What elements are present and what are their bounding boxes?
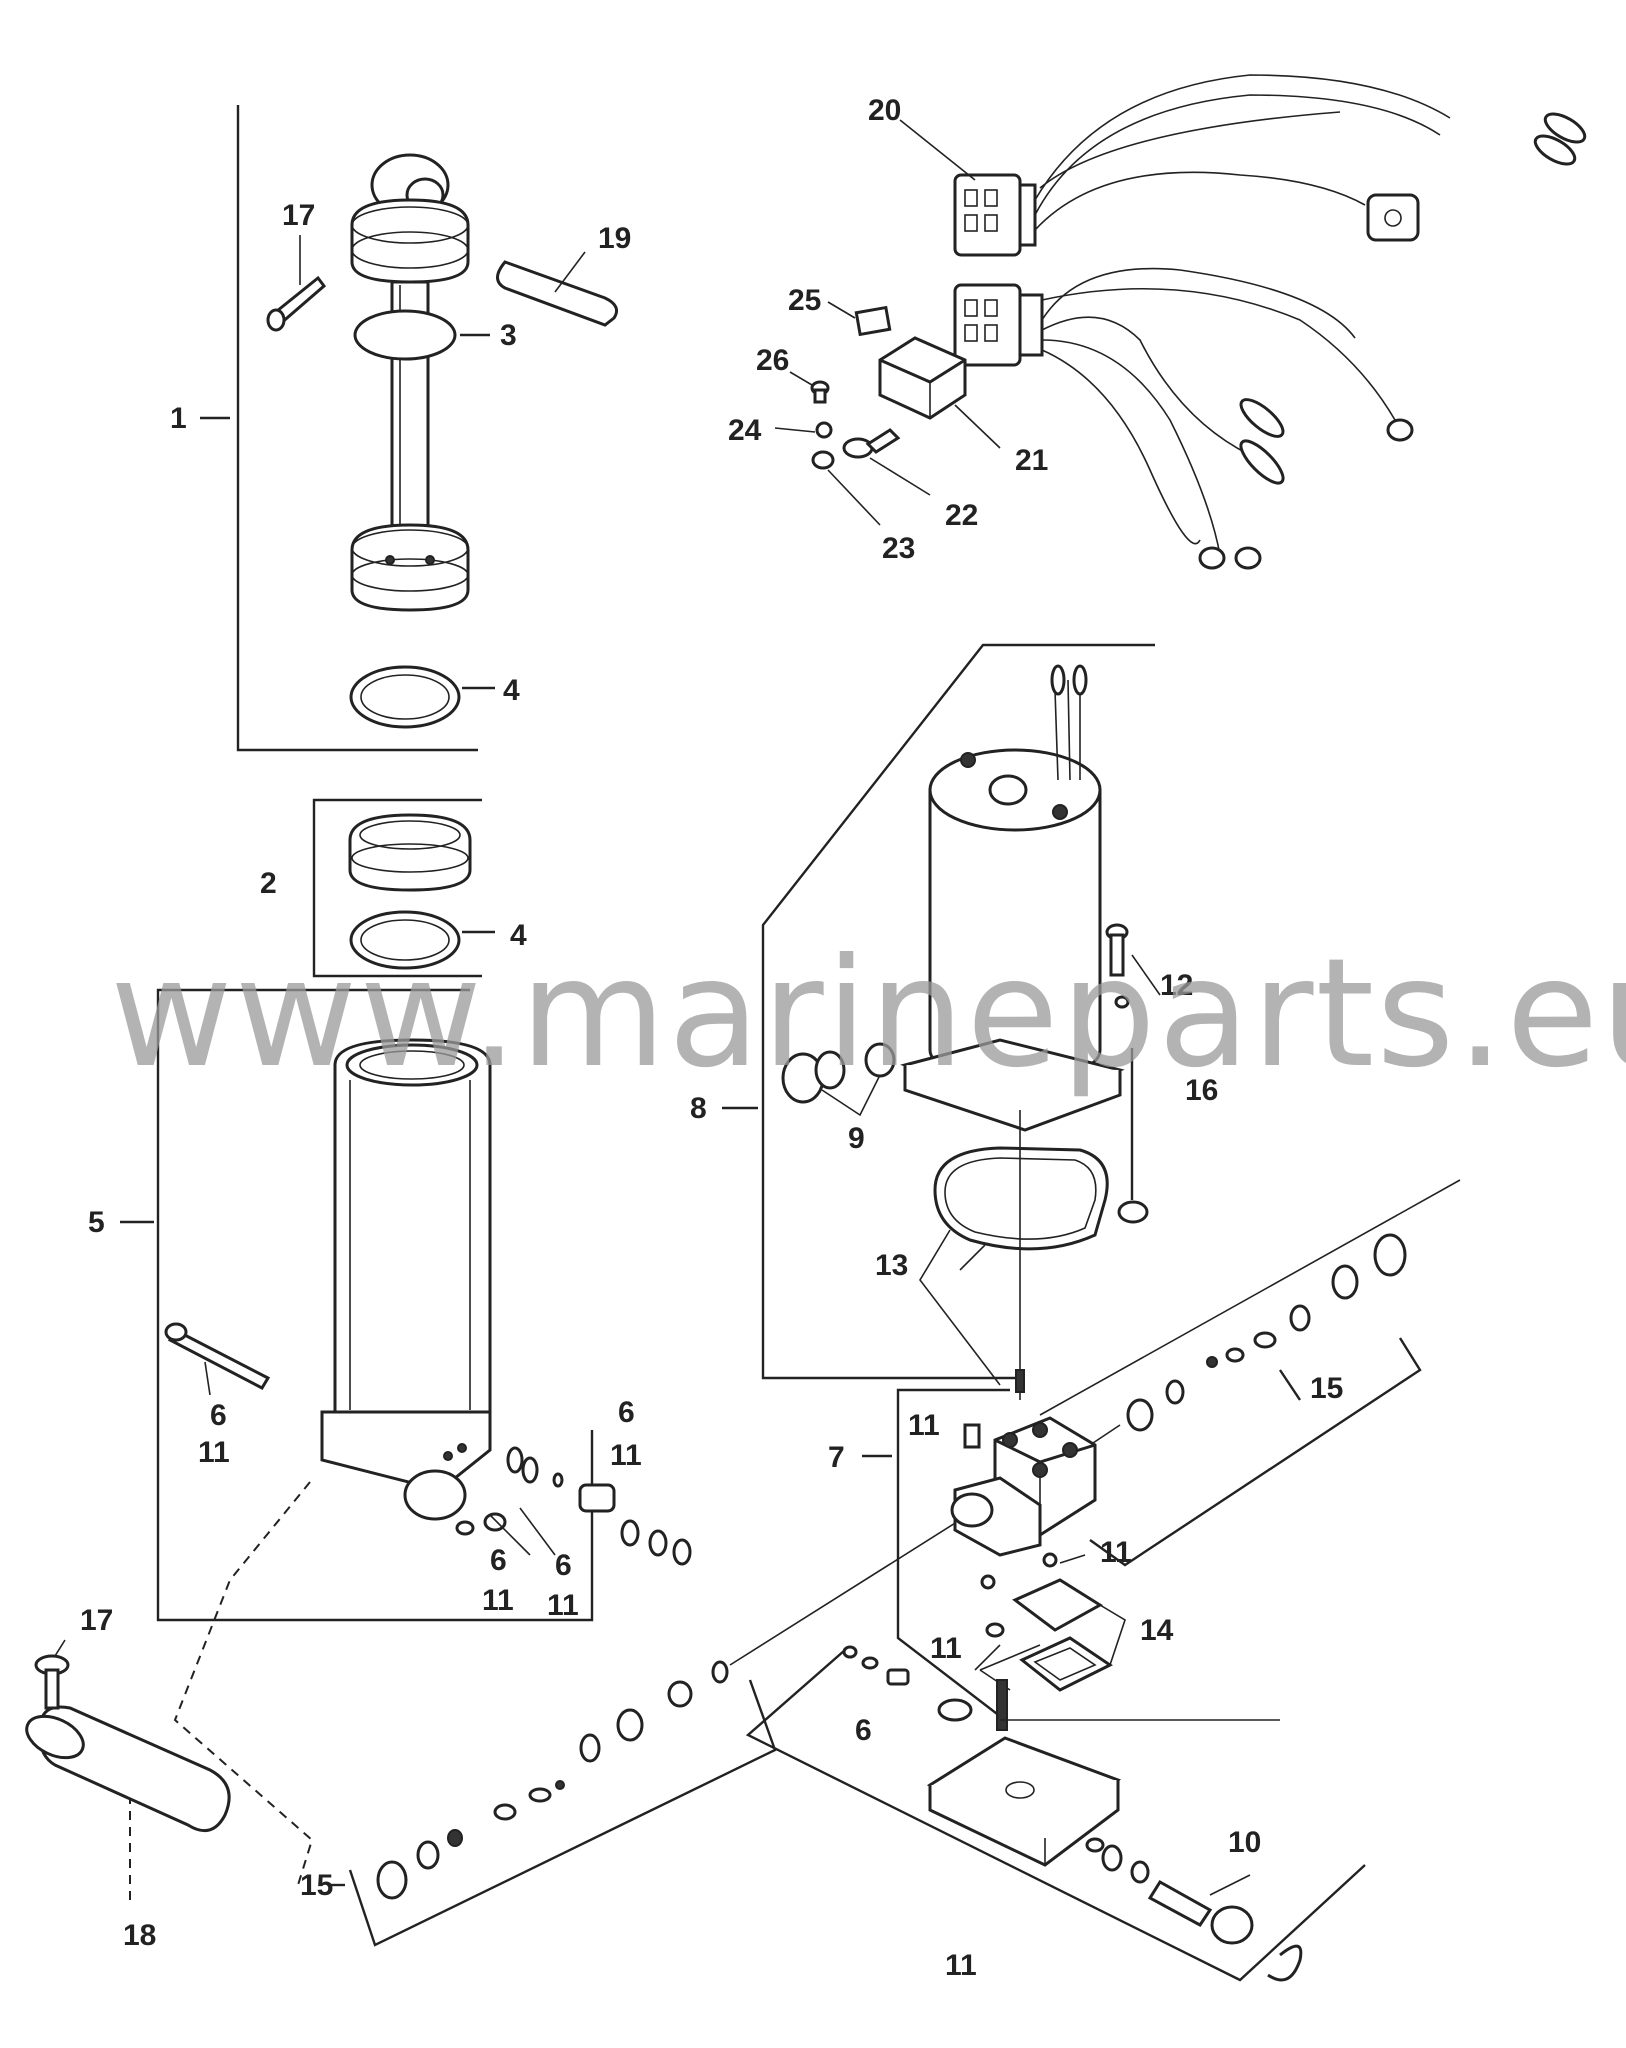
callout-11g: 11	[930, 1632, 962, 1665]
valve-strip-15-right	[1039, 1179, 1461, 1567]
screw-26	[789, 371, 830, 404]
callout-4b: 4	[510, 919, 527, 952]
callout-6a: 6	[210, 1399, 227, 1432]
callout-18: 18	[123, 1919, 156, 1952]
callout-15b: 15	[1310, 1372, 1343, 1405]
manifold-plate-11	[926, 1679, 1280, 1867]
callout-5: 5	[88, 1206, 105, 1239]
callout-21: 21	[1015, 444, 1048, 477]
callout-6c: 6	[490, 1544, 507, 1577]
callout-25: 25	[788, 284, 821, 317]
callout-11d: 11	[547, 1589, 579, 1622]
callout-3: 3	[500, 319, 517, 352]
cylinder-5	[320, 1038, 492, 1521]
callout-6d: 6	[555, 1549, 572, 1582]
callout-13: 13	[875, 1249, 908, 1282]
callout-11e: 11	[908, 1409, 940, 1442]
callout-16: 16	[1185, 1074, 1218, 1107]
pivot-pin-18	[25, 1705, 231, 1833]
callout-labels: 1 2 3 4 4 5 6 11 6 11 6 11 6 11 6 7 8 9 …	[80, 94, 1343, 1982]
callout-4a: 4	[503, 674, 520, 707]
callout-20: 20	[868, 94, 901, 127]
o-ring-3	[353, 309, 490, 361]
valve-parts-row-6-11	[455, 1446, 692, 1566]
callout-11h: 11	[945, 1949, 977, 1982]
valve-strip-6-lower	[745, 1645, 1366, 1982]
piston-2	[348, 813, 472, 892]
group-bracket-2	[312, 798, 482, 978]
pin-17a	[266, 235, 327, 332]
group-bracket-7	[862, 1388, 1010, 1721]
callout-6e: 6	[855, 1714, 872, 1747]
seal-ring-4b	[349, 910, 495, 970]
nut-23	[811, 450, 881, 526]
pin-17b	[34, 1639, 70, 1710]
callout-17a: 17	[282, 199, 315, 232]
wiring-harness-20	[899, 74, 1587, 570]
ground-wire-16	[1117, 1048, 1149, 1224]
valve-strip-15-left	[330, 1519, 961, 1947]
callout-1: 1	[170, 402, 187, 435]
callout-11b: 11	[610, 1439, 642, 1472]
gasket-14	[1012, 1578, 1126, 1692]
washer-24	[774, 421, 833, 439]
terminal-22	[842, 428, 931, 496]
bolt-6-11a	[164, 1322, 271, 1396]
callout-11c: 11	[482, 1584, 514, 1617]
callout-2: 2	[260, 867, 277, 900]
callout-9: 9	[848, 1122, 865, 1155]
cap-9	[781, 1042, 896, 1117]
callout-17b: 17	[80, 1604, 113, 1637]
watermark-text: www.marineparts.eu	[110, 927, 1626, 1101]
label-25	[827, 301, 892, 337]
callout-12: 12	[1160, 969, 1193, 1002]
callout-10: 10	[1228, 1826, 1261, 1859]
callout-26: 26	[756, 344, 789, 377]
group-bracket-5	[120, 988, 594, 1622]
callout-11a: 11	[198, 1436, 230, 1469]
valve-assembly-10	[1085, 1837, 1303, 1982]
pump-7	[950, 1416, 1097, 1557]
callout-7: 7	[828, 1441, 845, 1474]
dashed-alignment-link	[129, 1481, 314, 1900]
callout-22: 22	[945, 499, 978, 532]
group-bracket-1	[200, 105, 478, 752]
gasket-13	[919, 1146, 1109, 1386]
motor-centerline	[1015, 1110, 1025, 1400]
callout-6b: 6	[618, 1396, 635, 1429]
callout-15a: 15	[300, 1869, 333, 1902]
callout-11f: 11	[1100, 1536, 1132, 1569]
group-bracket-8	[722, 643, 1155, 1380]
seal-ring-4a	[349, 665, 495, 729]
pin-19	[496, 251, 618, 327]
callout-23: 23	[882, 532, 915, 565]
trim-motor-8	[900, 664, 1125, 1132]
callout-8: 8	[690, 1092, 707, 1125]
callout-19: 19	[598, 222, 631, 255]
relay-21	[878, 336, 1001, 449]
callout-14: 14	[1140, 1614, 1174, 1647]
callout-24: 24	[728, 414, 762, 447]
screw-12	[1105, 923, 1161, 1009]
tilt-ram-assembly	[350, 153, 470, 612]
small-parts-11	[974, 1552, 1086, 1691]
